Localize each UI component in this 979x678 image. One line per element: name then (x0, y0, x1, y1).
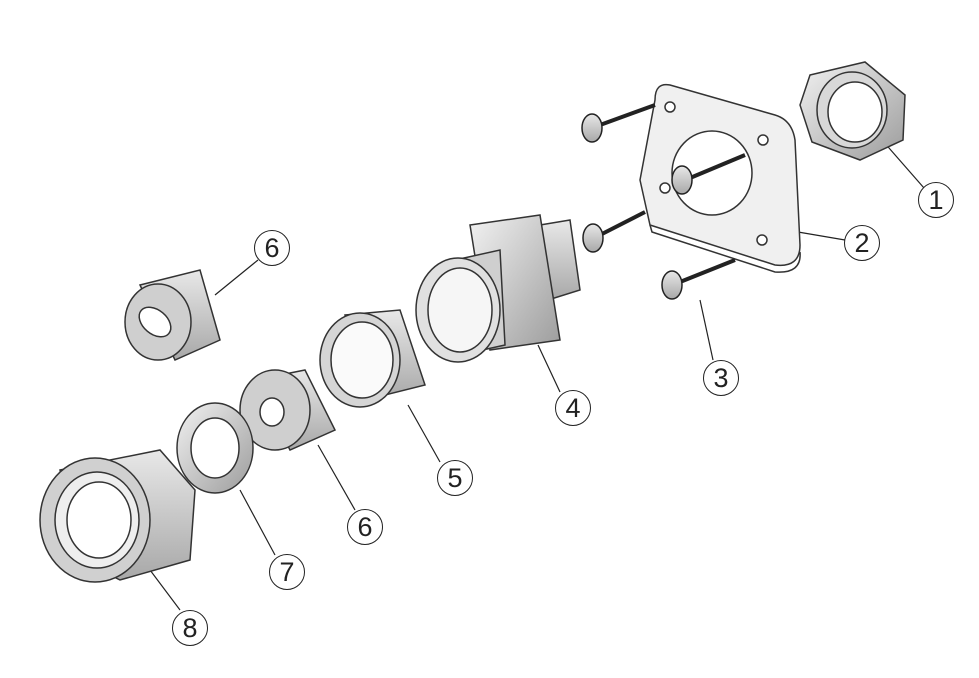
leader-6b (214, 259, 259, 296)
sleeve-ring (319, 309, 426, 408)
callout-1: 1 (918, 182, 954, 218)
leader-1 (881, 139, 925, 189)
seal-insert (239, 369, 337, 451)
leader-6 (317, 444, 356, 511)
cap-nut (39, 449, 196, 583)
leader-7 (239, 489, 276, 556)
leader-4 (537, 344, 561, 393)
callout-8: 8 (172, 610, 208, 646)
callout-2: 2 (844, 225, 880, 261)
callout-4: 4 (555, 390, 591, 426)
mounting-plate (639, 83, 801, 273)
leader-8 (149, 569, 181, 611)
leader-2 (797, 231, 846, 241)
callout-6: 6 (347, 509, 383, 545)
callout-3: 3 (703, 360, 739, 396)
washer (176, 402, 254, 494)
leader-3 (699, 299, 714, 361)
callout-5: 5 (437, 460, 473, 496)
lock-nut (799, 61, 906, 161)
leader-5 (407, 404, 441, 463)
screws (581, 103, 746, 300)
seal-insert-alt (124, 269, 221, 361)
callout-6-alt: 6 (254, 230, 290, 266)
threaded-body (415, 214, 581, 363)
callout-7: 7 (269, 554, 305, 590)
